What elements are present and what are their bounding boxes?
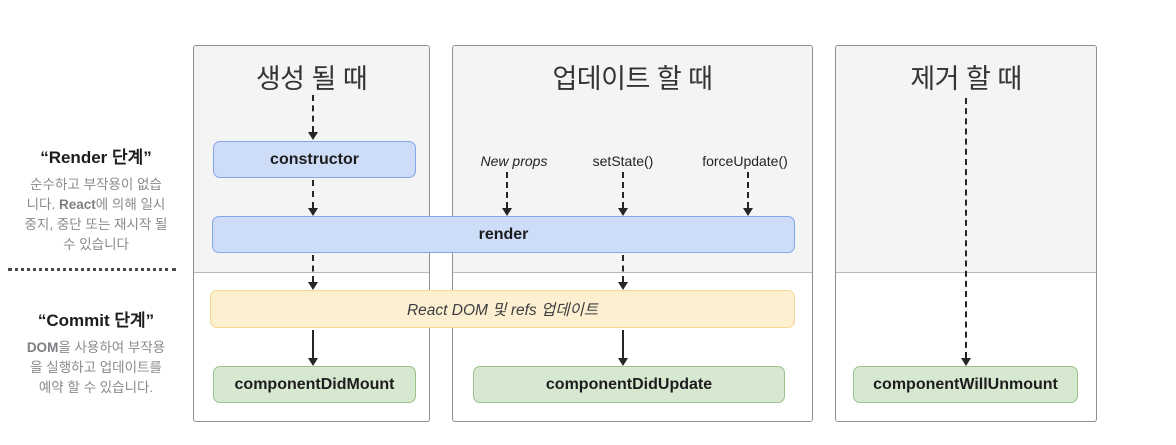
arrow-dom-update-to-did-mount	[308, 330, 318, 366]
arrow-render-to-dom-update-update	[618, 255, 628, 290]
arrow-unmount-to-will-unmount	[961, 98, 971, 366]
node-render: render	[212, 216, 795, 253]
trigger-new-props: New props	[480, 153, 548, 169]
arrow-set-state-to-render	[618, 172, 628, 216]
column-mount-title: 생성 될 때	[255, 64, 368, 94]
phase-divider-dotted-line	[8, 268, 176, 271]
column-update-title: 업데이트 할 때	[552, 64, 713, 94]
node-component-did-mount: componentDidMount	[213, 366, 416, 403]
arrow-constructor-to-render	[308, 180, 318, 216]
column-unmount-title: 제거 할 때	[910, 64, 1022, 94]
trigger-set-state: setState()	[592, 153, 654, 169]
node-constructor: constructor	[213, 141, 416, 178]
arrow-dom-update-to-did-update	[618, 330, 628, 366]
node-component-did-update: componentDidUpdate	[473, 366, 785, 403]
trigger-force-update: forceUpdate()	[702, 153, 788, 169]
render-phase-title: “Render 단계”	[40, 148, 152, 167]
arrow-mount-to-constructor	[308, 95, 318, 140]
node-react-dom-refs-update: React DOM 및 refs 업데이트	[210, 290, 795, 328]
node-component-will-unmount: componentWillUnmount	[853, 366, 1078, 403]
arrow-force-update-to-render	[743, 172, 753, 216]
commit-phase-title: “Commit 단계”	[37, 311, 155, 330]
arrow-render-to-dom-update-mount	[308, 255, 318, 290]
arrow-new-props-to-render	[502, 172, 512, 216]
